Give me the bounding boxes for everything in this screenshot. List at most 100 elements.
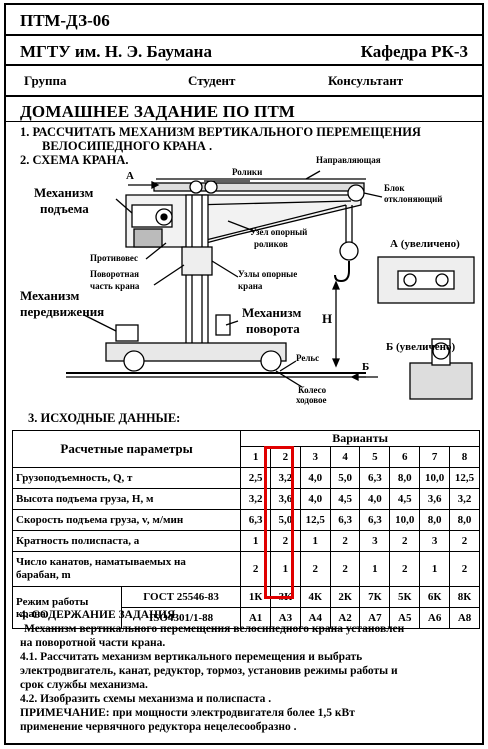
crane-support-nodes-label-2: крана [238,281,263,291]
variant-number: 4 [329,446,361,468]
cell: 6,3 [329,509,361,531]
divider [6,64,482,66]
cell: 5,0 [329,467,361,489]
table-row: Грузоподъемность, Q, т 2,5 3,2 4,0 5,0 6… [11,467,480,489]
cell: 2К [329,586,361,608]
rotation-mechanism-label-1: Механизм [242,305,302,320]
cell: 2 [240,551,271,587]
cell: 3,2 [449,488,480,510]
row-name: Грузоподъемность, Q, т [11,467,242,489]
cell: А4 [299,607,331,629]
crane-diagram [66,170,475,400]
item-3: 3. ИСХОДНЫЕ ДАННЫЕ: [28,411,181,425]
row-name: Скорость подъема груза, v, м/мин [11,509,242,531]
variant-number: 3 [299,446,331,468]
page-title: ДОМАШНЕЕ ЗАДАНИЕ ПО ПТМ [20,102,295,121]
divider [6,95,482,97]
variant-number: 7 [419,446,451,468]
arrow-b-label: Б [362,361,370,373]
task-content: 4. СОДЕРЖАНИЕ ЗАДАНИЯ Механизм вертикаль… [20,608,478,734]
group-label: Группа [24,73,67,88]
cell: 3,6 [419,488,451,510]
item-1-line-1: 1. РАССЧИТАТЬ МЕХАНИЗМ ВЕРТИКАЛЬНОГО ПЕР… [20,125,421,139]
cell: 4,0 [299,488,331,510]
cell: 5К [389,586,421,608]
cell: 3,2 [269,467,301,489]
cell: 4,0 [299,467,331,489]
university-name: МГТУ им. Н. Э. Баумана [20,42,212,61]
cell: 10,0 [419,467,451,489]
roller-support-node-label-2: роликов [254,239,288,249]
mode-name-line-1: Режим работы [16,595,89,608]
task-line: 4.2. Изобразить схемы механизма и полисп… [20,693,272,705]
variant-number: 1 [240,446,271,468]
task-line: 4.1. Рассчитать механизм вертикального п… [20,651,363,663]
cell: 8,0 [449,509,480,531]
cell: 2 [449,530,480,552]
variant-number: 5 [359,446,391,468]
cell: А5 [389,607,421,629]
cell: 1К [240,586,271,608]
cell: 12,5 [299,509,331,531]
table-header-row: Расчетные параметры Варианты [11,430,480,468]
cell: 6К [419,586,451,608]
mode-name-line-2: крана [16,607,46,620]
deflecting-block-label-1: Блок [384,183,405,193]
task-line: электродвигатель, канат, редуктор, тормо… [20,665,398,677]
roller-support-node-label-1: Узел опорный [250,227,308,237]
assignment-sheet: ПТМ-ДЗ-06 МГТУ им. Н. Э. Баумана Кафедра… [4,3,484,745]
consultant-label: Консультант [328,73,404,88]
divider [6,34,482,36]
cell: 1 [299,530,331,552]
cell: 2 [299,551,331,587]
lift-mechanism-label-2: подъема [40,201,89,216]
lift-height-label: Н [322,311,333,326]
cell: 8К [449,586,480,608]
cell: 12,5 [449,467,480,489]
variant-number: 2 [269,446,301,468]
task-line: Механизм вертикального перемещения велос… [24,623,405,635]
view-b-enlarged-label: Б (увеличено) [386,341,456,353]
cell: 4,5 [329,488,361,510]
standard-iso: ISO4301/1-88 [121,607,242,629]
cell: 3 [419,530,451,552]
params-header: Расчетные параметры [11,430,242,468]
parameters-table: Расчетные параметры Варианты 1 2 3 4 5 6… [11,430,480,629]
cell: 2 [389,530,421,552]
cell: 6,3 [240,509,271,531]
wheel-label-1: Колесо [298,385,327,395]
cell: 2 [389,551,421,587]
cell: 8,0 [389,467,421,489]
cell: 2 [329,530,361,552]
crane-support-nodes-label-1: Узлы опорные [238,269,298,279]
guide-label: Направляющая [316,155,381,165]
travel-mechanism-label-1: Механизм [20,288,80,303]
view-a-enlarged-label: А (увеличено) [390,238,460,250]
cell: 2 [449,551,480,587]
row-name: Кратность полиспаста, а [11,530,242,552]
counterweight-label: Противовес [90,253,139,263]
wheel-label-2: ходовое [296,395,327,405]
item-2: 2. СХЕМА КРАНА. [20,153,129,167]
cell: А7 [359,607,391,629]
task-note: применение червячного редуктора нецелесо… [20,721,297,733]
task-line: на поворотной части крана. [20,637,166,649]
cell: 2 [329,551,361,587]
cell: 6,3 [359,509,391,531]
table-row: ISO4301/1-88 А1 А3 А4 А2 А7 А5 А6 А8 [13,607,480,629]
department-name: Кафедра РК-3 [360,42,468,61]
cell: 8,0 [419,509,451,531]
table-row: Высота подъема груза, Н, м 3,2 3,6 4,0 4… [11,488,480,510]
cell: 3К [269,586,301,608]
lift-mechanism-label-1: Механизм [34,185,94,200]
variant-number: 6 [389,446,421,468]
rail-label: Рельс [296,353,320,363]
student-label: Студент [188,73,236,88]
table-row: Кратность полиспаста, а 1 2 1 2 3 2 3 2 [11,530,480,552]
cell: А8 [449,607,480,629]
rotation-mechanism-label-2: поворота [246,321,300,336]
